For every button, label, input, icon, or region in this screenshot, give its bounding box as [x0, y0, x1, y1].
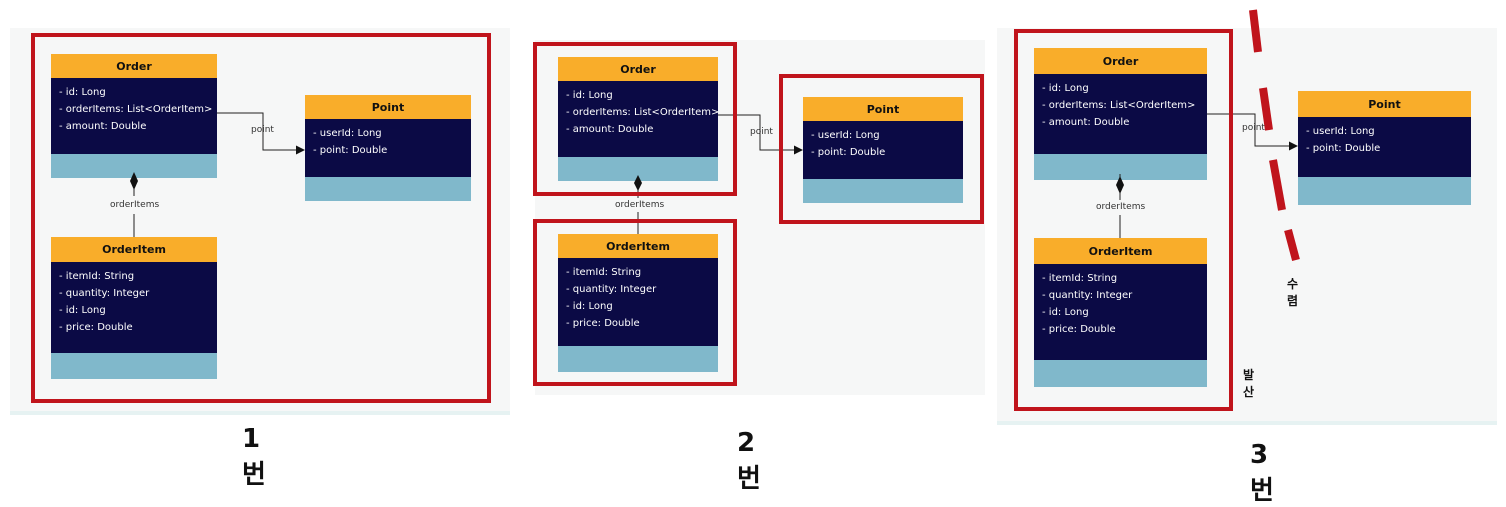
highlight-box: [1014, 29, 1233, 411]
class-attributes: - itemId: String - quantity: Integer - i…: [51, 262, 217, 353]
class-order: Order - id: Long - orderItems: List<Orde…: [1034, 48, 1207, 180]
relation-lines: [634, 114, 803, 234]
composition-label: orderItems: [110, 200, 160, 210]
class-attributes: - id: Long - orderItems: List<OrderItem>…: [1034, 74, 1207, 154]
class-name: Point: [803, 97, 963, 121]
attribute: - itemId: String: [1042, 273, 1118, 284]
attribute: - quantity: Integer: [1042, 290, 1133, 301]
class-methods: [1034, 360, 1207, 387]
class-name: Order: [558, 57, 718, 81]
attribute: - point: Double: [313, 145, 388, 156]
composition-label: orderItems: [1096, 202, 1146, 212]
class-order: Order - id: Long - orderItems: List<Orde…: [558, 57, 720, 181]
attribute: - orderItems: List<OrderItem>: [1042, 100, 1196, 111]
association-label: point: [750, 127, 773, 137]
attribute: - amount: Double: [59, 121, 147, 132]
attribute: - amount: Double: [566, 124, 654, 135]
canvas-underline: [10, 411, 510, 415]
class-name: OrderItem: [1034, 238, 1207, 264]
attribute: - id: Long: [1042, 83, 1089, 94]
class-methods: [803, 179, 963, 203]
attribute: - id: Long: [59, 305, 106, 316]
attribute: - id: Long: [566, 301, 613, 312]
class-methods: [558, 346, 718, 372]
attribute: - orderItems: List<OrderItem>: [566, 107, 720, 118]
class-attributes: - userId: Long - point: Double: [803, 121, 963, 179]
association-label: point: [251, 125, 274, 135]
attribute: - id: Long: [59, 87, 106, 98]
class-order-item: OrderItem - itemId: String - quantity: I…: [51, 237, 217, 379]
composition-label: orderItems: [615, 200, 665, 210]
diverge-label: 발산: [1243, 368, 1255, 399]
class-point: Point - userId: Long - point: Double: [803, 97, 963, 203]
class-methods: [1298, 177, 1471, 205]
panel-caption: 2번: [737, 428, 761, 494]
class-order-item: OrderItem - itemId: String - quantity: I…: [558, 234, 718, 372]
attribute: - price: Double: [566, 318, 640, 329]
converge-label: 수렴: [1287, 277, 1299, 308]
class-attributes: - userId: Long - point: Double: [1298, 117, 1471, 177]
divider-dashed-line: [1249, 9, 1300, 262]
attribute: - orderItems: List<OrderItem>: [59, 104, 213, 115]
attribute: - id: Long: [566, 90, 613, 101]
class-attributes: - userId: Long - point: Double: [305, 119, 471, 177]
class-attributes: - itemId: String - quantity: Integer - i…: [558, 258, 718, 346]
attribute: - point: Double: [811, 147, 886, 158]
relation-lines: [1116, 9, 1300, 262]
class-name: Order: [1034, 48, 1207, 74]
relation-lines: [130, 112, 305, 237]
attribute: - userId: Long: [811, 130, 880, 141]
class-name: OrderItem: [558, 234, 718, 258]
attribute: - point: Double: [1306, 143, 1381, 154]
class-name: Point: [305, 95, 471, 119]
class-methods: [305, 177, 471, 201]
class-attributes: - itemId: String - quantity: Integer - i…: [1034, 264, 1207, 360]
highlight-box-order-item: [533, 219, 737, 386]
class-point: Point - userId: Long - point: Double: [1298, 91, 1471, 205]
class-attributes: - id: Long - orderItems: List<OrderItem>…: [558, 81, 720, 157]
class-name: Order: [51, 54, 217, 78]
attribute: - price: Double: [1042, 324, 1116, 335]
class-order-item: OrderItem - itemId: String - quantity: I…: [1034, 238, 1207, 387]
highlight-box-point: [779, 74, 984, 224]
attribute: - id: Long: [1042, 307, 1089, 318]
class-attributes: - id: Long - orderItems: List<OrderItem>…: [51, 78, 217, 154]
association-label: point: [1242, 123, 1265, 133]
attribute: - itemId: String: [566, 267, 642, 278]
panel-caption: 3번: [1250, 440, 1274, 506]
attribute: - amount: Double: [1042, 117, 1130, 128]
attribute: - userId: Long: [1306, 126, 1375, 137]
highlight-box-order: [533, 42, 737, 196]
class-name: OrderItem: [51, 237, 217, 262]
attribute: - itemId: String: [59, 271, 135, 282]
highlight-box: [31, 33, 491, 403]
class-point: Point - userId: Long - point: Double: [305, 95, 471, 201]
class-methods: [51, 353, 217, 379]
class-name: Point: [1298, 91, 1471, 117]
panel-caption: 1번: [242, 424, 266, 490]
attribute: - price: Double: [59, 322, 133, 333]
canvas-underline: [997, 421, 1497, 425]
attribute: - quantity: Integer: [59, 288, 150, 299]
attribute: - quantity: Integer: [566, 284, 657, 295]
attribute: - userId: Long: [313, 128, 382, 139]
